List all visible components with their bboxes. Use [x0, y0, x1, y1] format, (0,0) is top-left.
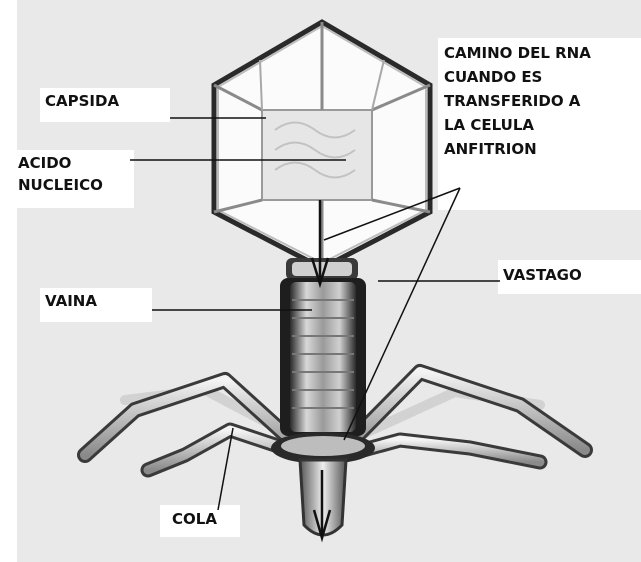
- label-camino-line4: LA CELULA: [444, 114, 534, 136]
- label-capsida: CAPSIDA: [45, 90, 119, 112]
- sheath: [280, 278, 366, 436]
- label-vaina: VAINA: [45, 290, 97, 312]
- label-camino-line5: ANFITRION: [444, 138, 537, 160]
- label-acido-line1: ACIDO: [18, 152, 71, 174]
- label-camino-line2: CUANDO ES: [444, 66, 542, 88]
- label-vastago: VASTAGO: [503, 264, 582, 286]
- label-camino-line3: TRANSFERIDO A: [444, 90, 580, 112]
- label-camino-line1: CAMINO DEL RNA: [444, 42, 591, 64]
- label-acido-line2: NUCLEICO: [18, 174, 103, 196]
- label-cola: COLA: [172, 508, 217, 530]
